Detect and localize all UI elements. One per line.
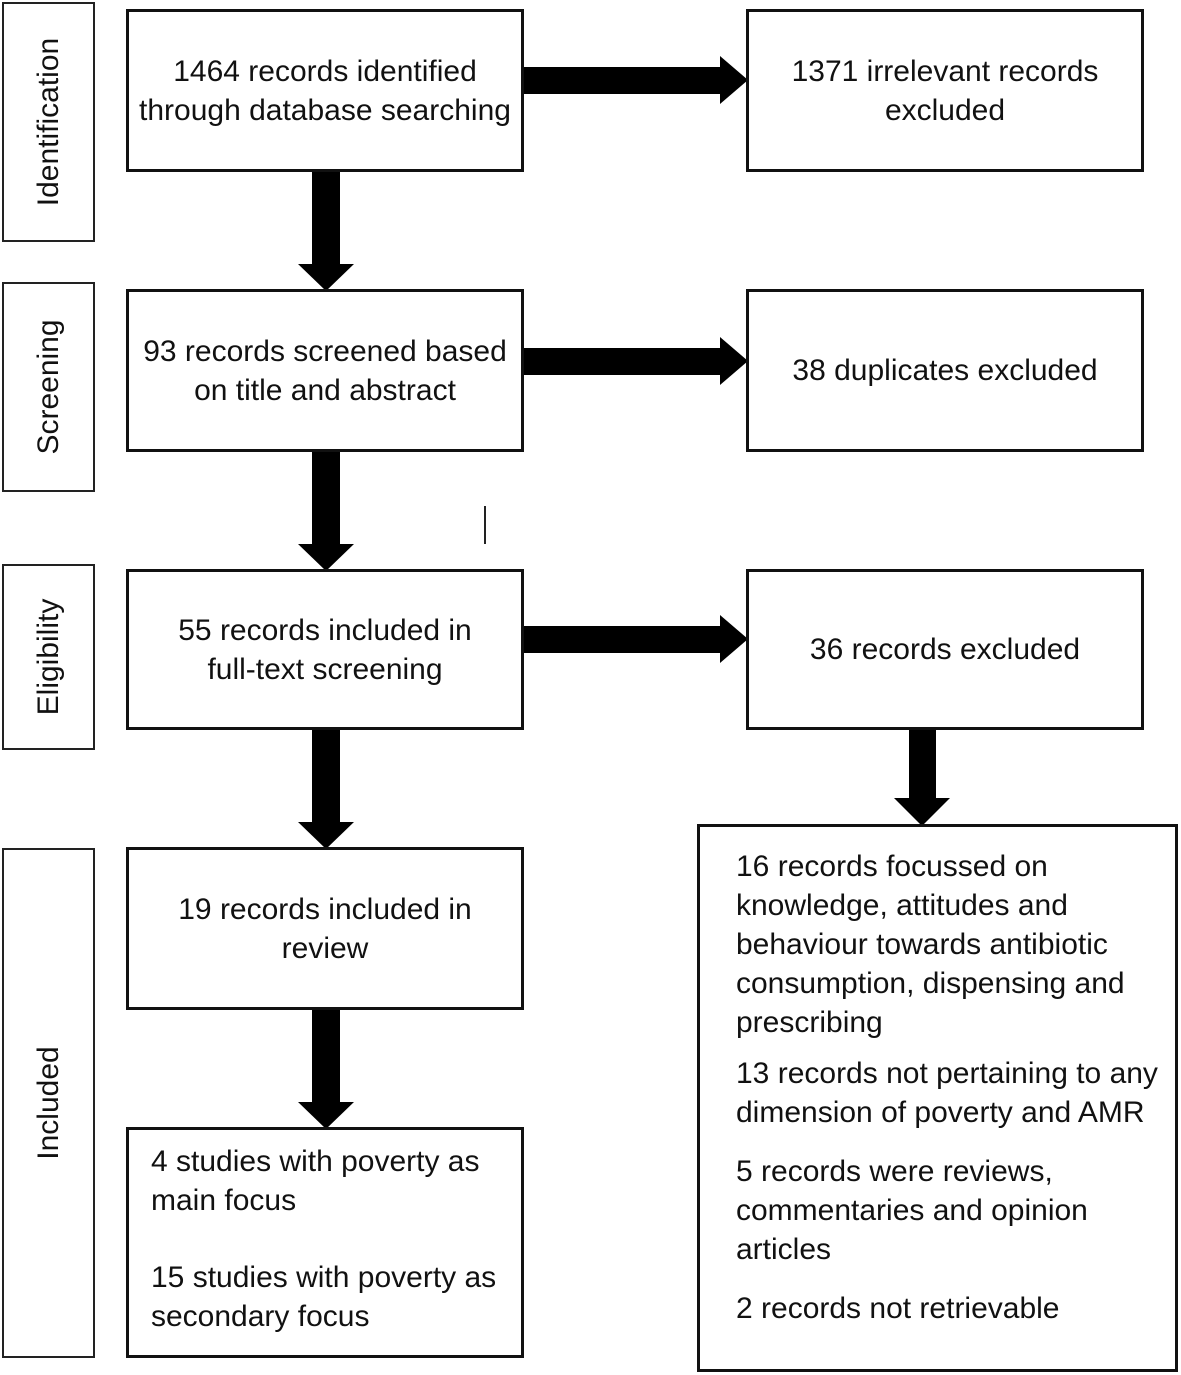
box-exclusion-reasons: 16 records focussed on knowledge, attitu… <box>697 824 1178 1372</box>
box-records-screened: 93 records screened based on title and a… <box>126 289 524 452</box>
arrow-screened-to-fulltext <box>298 452 354 571</box>
box-studies: 4 studies with poverty as main focus 15 … <box>126 1127 524 1358</box>
reason-kab: 16 records focussed on knowledge, attitu… <box>736 850 1125 1039</box>
box-fulltext-screening-text: 55 records included in full-text screeni… <box>178 613 472 686</box>
text-cursor <box>484 506 486 544</box>
studies-main-focus: 4 studies with poverty as main focus <box>151 1145 480 1217</box>
box-records-excluded-text: 36 records excluded <box>809 633 1081 666</box>
box-irrelevant-excluded: 1371 irrelevant records excluded <box>746 9 1144 172</box>
box-duplicates-excluded-text: 38 duplicates excluded <box>792 354 1098 387</box>
arrow-identified-to-irrelevant <box>523 56 748 104</box>
stage-included: Included <box>2 848 95 1358</box>
box-duplicates-excluded: 38 duplicates excluded <box>746 289 1144 452</box>
box-records-excluded: 36 records excluded <box>746 569 1144 730</box>
reason-not-retrievable: 2 records not retrievable <box>736 1292 1060 1325</box>
box-fulltext-screening: 55 records included in full-text screeni… <box>126 569 524 730</box>
box-records-identified: 1464 records identified through database… <box>126 9 524 172</box>
arrow-screened-to-duplicates <box>523 337 748 385</box>
arrow-review-to-studies <box>298 1010 354 1129</box>
stage-identification: Identification <box>2 2 95 242</box>
box-included-review-text: 19 records included in review <box>178 892 472 965</box>
stage-eligibility: Eligibility <box>2 564 95 750</box>
reason-not-pertaining: 13 records not pertaining to any dimensi… <box>736 1057 1158 1129</box>
box-irrelevant-excluded-text: 1371 irrelevant records excluded <box>791 54 1099 127</box>
arrow-identified-to-screened <box>298 172 354 291</box>
reason-reviews: 5 records were reviews, commentaries and… <box>736 1155 1088 1266</box>
box-records-screened-text: 93 records screened based on title and a… <box>143 334 507 407</box>
arrow-fulltext-to-review <box>298 730 354 849</box>
arrow-fulltext-to-excluded <box>523 615 748 663</box>
studies-secondary-focus: 15 studies with poverty as secondary foc… <box>151 1261 497 1333</box>
box-included-review: 19 records included in review <box>126 847 524 1010</box>
stage-screening: Screening <box>2 282 95 492</box>
box-records-identified-text: 1464 records identified through database… <box>139 54 511 127</box>
arrow-excluded-to-reasons <box>894 730 950 826</box>
